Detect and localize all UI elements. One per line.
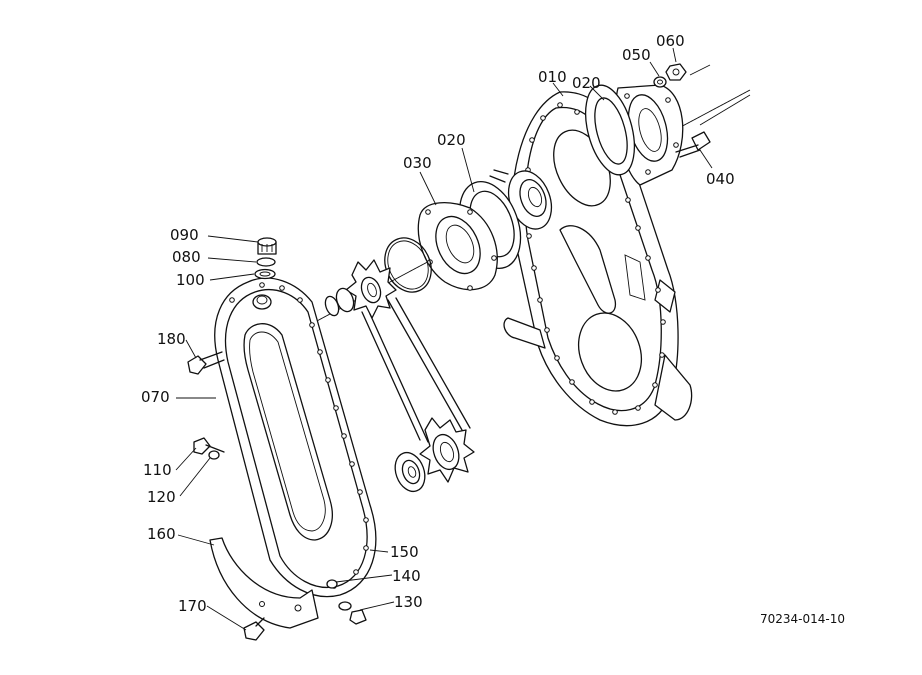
- callout-180: 180: [157, 330, 186, 348]
- bearing-cover-030: [417, 202, 498, 291]
- cover-bolt-holes: [229, 282, 369, 589]
- reference-code: 70234-014-10: [760, 612, 845, 626]
- callout-120: 120: [147, 488, 176, 506]
- callout-150: 150: [390, 543, 419, 561]
- callout-070: 070: [141, 388, 170, 406]
- lower-sprocket: [419, 417, 475, 483]
- filler-plug-090: [257, 237, 277, 255]
- callout-labels: 010 020 020 030 040 050 060 090 080 100 …: [141, 32, 845, 626]
- leader-lines: [175, 47, 713, 631]
- callout-160: 160: [147, 525, 176, 543]
- callout-130: 130: [394, 593, 423, 611]
- callout-060: 060: [656, 32, 685, 50]
- washer-140: [326, 579, 338, 589]
- washer-120: [208, 450, 220, 460]
- callout-080: 080: [172, 248, 201, 266]
- callout-020-case: 020: [572, 74, 601, 92]
- o-ring-100: [254, 268, 276, 280]
- chain-case-cover-070: [214, 277, 377, 598]
- callout-170: 170: [178, 597, 207, 615]
- bolt-110: [193, 437, 225, 455]
- bolt-170: [243, 617, 265, 641]
- callout-030: 030: [403, 154, 432, 172]
- washer-050: [653, 76, 667, 88]
- bolt-040: [675, 131, 711, 158]
- callout-110: 110: [143, 461, 172, 479]
- guard-plate-160: [209, 537, 319, 629]
- collar-upper: [324, 287, 355, 317]
- bolt-180: [187, 351, 225, 375]
- callout-010: 010: [538, 68, 567, 86]
- callout-050: 050: [622, 46, 651, 64]
- callout-140: 140: [392, 567, 421, 585]
- drive-chain-150: [361, 297, 471, 443]
- case-bolt-holes: [524, 102, 666, 415]
- washer-080: [256, 257, 276, 267]
- bolt-130: [338, 601, 367, 625]
- callout-020-cover: 020: [437, 131, 466, 149]
- callout-040: 040: [706, 170, 735, 188]
- callout-090: 090: [170, 226, 199, 244]
- upper-sprocket: [345, 259, 397, 319]
- ball-bearing-lower: [394, 451, 426, 493]
- callout-100: 100: [176, 271, 205, 289]
- nut-060: [665, 63, 687, 81]
